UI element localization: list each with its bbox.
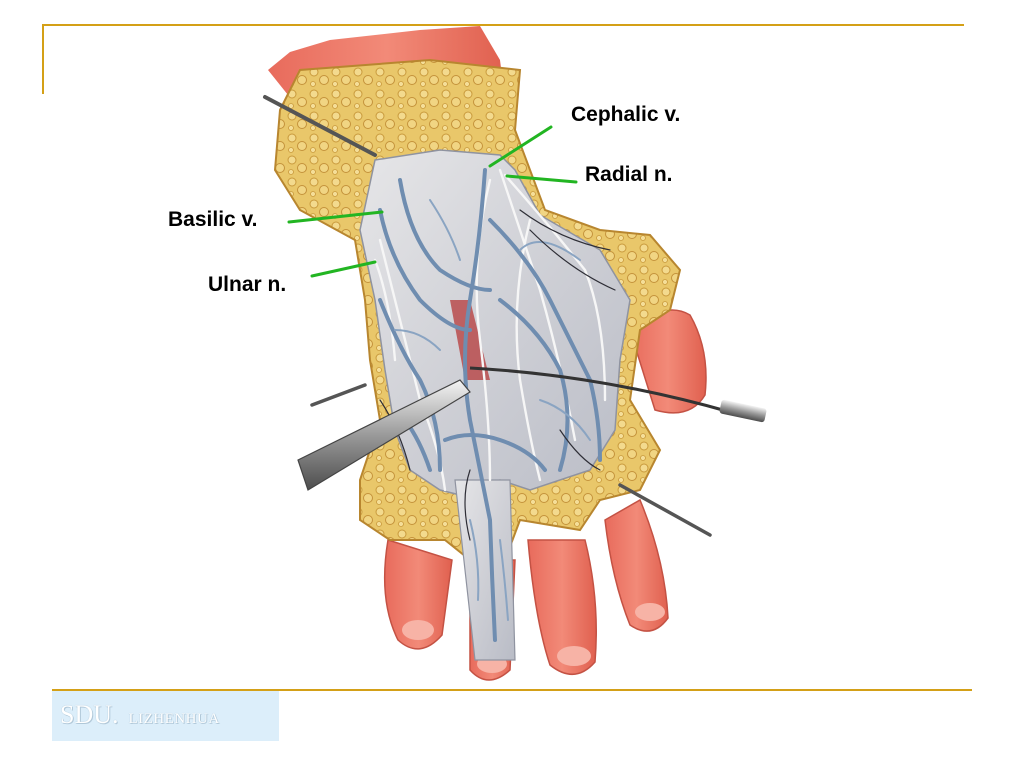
footer-watermark: SDU. LIZHENHUA [60,700,220,730]
label-radial-nerve: Radial n. [585,163,673,186]
footer-brand: SDU. [60,700,119,729]
minor-veins [394,199,591,621]
leader-line-cephalic [488,125,553,168]
top-left-vertical-rule [42,24,44,94]
dorsal-venous-network [378,168,602,642]
leader-line-radial [505,174,578,184]
leader-line-ulnar [310,260,377,278]
bottom-horizontal-rule [52,689,972,691]
leader-line-basilic [287,210,384,224]
fingers [383,309,707,681]
instruments [263,95,767,537]
finger-fascia-strip [454,479,516,661]
footer-box [52,691,279,741]
footer-author: LIZHENHUA [128,711,220,727]
label-ulnar-nerve: Ulnar n. [208,273,287,296]
top-horizontal-rule [42,24,964,26]
label-cephalic-vein: Cephalic v. [571,103,681,126]
leader-lines [287,125,578,278]
label-basilic-vein: Basilic v. [168,208,258,231]
